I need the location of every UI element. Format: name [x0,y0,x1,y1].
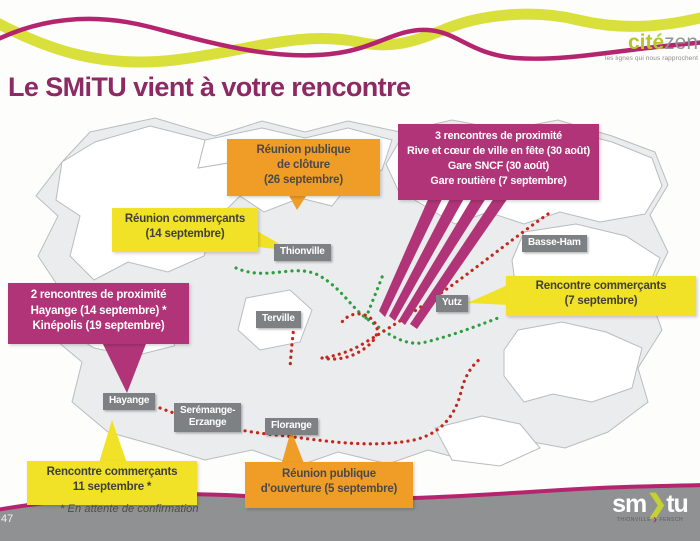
map-label-terville: Terville [256,311,301,328]
smitu-sub-arrow-icon: ❯ [652,517,658,523]
pointer-yellow-hayange [98,420,128,466]
callout-line: Gare routière (7 septembre) [430,175,567,187]
top-ribbons-decoration [0,8,700,68]
smitu-tu-text: tu [666,490,689,518]
citezen-tagline: les lignes qui nous rapprochent [604,55,698,62]
map-label-seremange-line1: Serémange- [180,405,236,416]
pointer-magenta-stripe [399,195,488,325]
map-label-yutz: Yutz [436,295,468,312]
commune-shape [434,415,541,467]
map-label-seremange-line2: Erzange [188,417,227,428]
callout-pointers [98,190,510,466]
callout-3-rencontres-proximite: 3 rencontres de proximité Rive et cœur d… [398,124,599,200]
callout-line: (14 septembre) [145,228,225,240]
callout-line: de clôture [277,159,330,171]
route-red-dotted-terville [288,324,296,370]
map-label-basse-ham: Basse-Ham [522,235,587,252]
pointer-magenta-stripe [379,195,444,317]
pointer-magenta-stripe [389,195,466,321]
citezen-logo: citézen les lignes qui nous rapprochent [576,32,698,63]
smitu-sub-right: FENSCH [659,517,684,523]
ribbon-magenta [0,16,700,61]
smitu-sm-text: sm [612,490,647,518]
route-green-dotted [234,266,500,345]
citezen-zen-text: zen [664,31,698,54]
callout-line: d'ouverture (5 septembre) [260,483,398,495]
callout-line: (7 septembre) [564,295,638,307]
callout-rencontre-commercants-7: Rencontre commerçants (7 septembre) [506,276,696,316]
pointer-magenta-hayange [99,336,149,393]
callout-line: 2 rencontres de proximité [30,289,167,301]
callout-line: 3 rencontres de proximité [434,130,562,142]
callout-line: (26 septembre) [263,174,343,186]
callout-reunion-ouverture: Réunion publique d'ouverture (5 septembr… [245,462,413,508]
map-label-thionville: Thionville [274,244,331,261]
page-title: Le SMiTU vient à votre rencontre [8,72,411,102]
callout-line: Réunion publique [256,144,351,156]
callout-line: Kinépolis (19 septembre) [32,320,165,332]
ribbon-yellow [0,8,700,68]
route-green-dotted-spur [364,270,386,320]
callout-line: Rencontre commerçants [46,466,178,478]
footnote-confirmation: * En attente de confirmation [60,503,199,515]
map-label-florange: Florange [265,418,318,435]
callout-line: Réunion publique [282,468,376,480]
smitu-wordmark: sm❯tu [604,491,696,517]
callout-line: Rive et cœur de ville en fête (30 août) [407,145,590,157]
pointer-yellow-yutz [467,284,510,305]
citezen-wordmark: citézen [576,32,698,54]
smitu-logo: sm❯tu THIONVILLE ❯ FENSCH [604,491,696,523]
smitu-sub-left: THIONVILLE [616,517,652,523]
pointer-magenta-stripe [410,195,510,329]
smitu-subtitle: THIONVILLE ❯ FENSCH [604,517,696,523]
callout-line: Gare SNCF (30 août) [447,160,550,172]
callout-reunion-commercants-14: Réunion commerçants (14 septembre) [112,208,258,252]
callout-reunion-cloture: Réunion publique de clôture (26 septembr… [227,139,380,196]
map-label-seremange-erzange: Serémange- Erzange [174,403,242,432]
pointer-orange-ouverture [281,430,305,466]
callout-line: Hayange (14 septembre) * [30,304,167,317]
route-red-dotted-south [158,357,482,446]
map-label-hayange: Hayange [103,393,156,410]
route-red-dotted-loop [320,312,379,361]
commune-shape [503,321,643,403]
callout-rencontre-commercants-11: Rencontre commerçants 11 septembre * [27,461,197,505]
callout-line: Réunion commerçants [124,213,246,225]
page-number: 47 [1,513,14,525]
callout-2-rencontres-proximite: 2 rencontres de proximité Hayange (14 se… [8,283,189,344]
citezen-cite-text: cité [627,31,665,54]
callout-line: Rencontre commerçants [535,280,667,292]
smitu-arrow-icon: ❯ [646,490,667,518]
callout-line: 11 septembre * [72,481,152,493]
